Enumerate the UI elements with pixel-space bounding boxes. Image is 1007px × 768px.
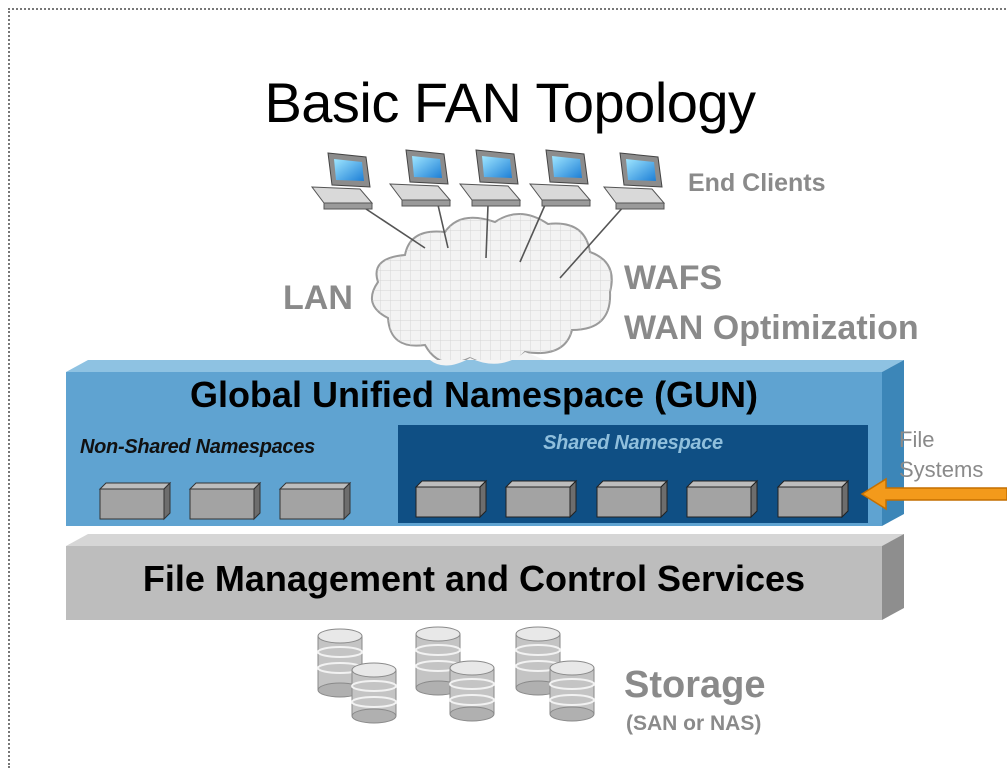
computer-icon bbox=[388, 149, 452, 207]
storage-disk-stack-icon bbox=[351, 662, 397, 724]
storage-disk-stack-icon bbox=[515, 626, 561, 696]
storage-disk-stack-icon bbox=[449, 660, 495, 722]
wafs-label: WAFS bbox=[624, 259, 723, 297]
file-systems-line2: Systems bbox=[899, 457, 984, 482]
connection-line bbox=[437, 204, 449, 249]
storage-disk-stack-icon bbox=[415, 626, 461, 696]
file-management-label: File Management and Control Services bbox=[142, 558, 806, 599]
diagram-title: Basic FAN Topology bbox=[264, 71, 756, 134]
shared-file-systems bbox=[414, 479, 850, 519]
computer-icon bbox=[458, 149, 522, 207]
gun-label: Global Unified Namespace (GUN) bbox=[189, 374, 759, 415]
storage-sub-label: (SAN or NAS) bbox=[626, 712, 762, 735]
computer-icon bbox=[602, 152, 666, 210]
file-system-block-icon bbox=[504, 479, 578, 519]
computer-icon bbox=[528, 149, 592, 207]
connection-line bbox=[485, 204, 489, 259]
connection-line bbox=[359, 204, 426, 249]
wafs-label-group: WAFS WAN Optimization bbox=[624, 253, 919, 353]
non-shared-namespaces-label: Non-Shared Namespaces bbox=[80, 436, 315, 458]
file-system-block-icon bbox=[685, 479, 759, 519]
lan-label: LAN bbox=[283, 279, 353, 317]
lan-cloud-icon bbox=[370, 213, 613, 367]
file-system-block-icon bbox=[188, 481, 262, 521]
file-system-block-icon bbox=[776, 479, 850, 519]
non-shared-file-systems bbox=[98, 481, 352, 521]
storage-disk-stack-icon bbox=[549, 660, 595, 722]
file-management-layer bbox=[66, 534, 904, 620]
file-systems-line1: File bbox=[899, 427, 935, 452]
shared-namespace-label: Shared Namespace bbox=[543, 432, 723, 454]
storage-disk-stack-icon bbox=[317, 628, 363, 698]
end-client-computers bbox=[310, 149, 666, 210]
figure-frame bbox=[8, 8, 1007, 768]
file-system-block-icon bbox=[595, 479, 669, 519]
client-connections bbox=[359, 204, 626, 279]
storage-disks bbox=[317, 626, 595, 724]
file-system-block-icon bbox=[278, 481, 352, 521]
file-system-block-icon bbox=[414, 479, 488, 519]
storage-label: Storage bbox=[624, 664, 766, 706]
connection-line bbox=[519, 204, 546, 263]
end-clients-label: End Clients bbox=[688, 169, 826, 197]
connection-line bbox=[559, 204, 626, 279]
wan-optimization-label: WAN Optimization bbox=[624, 309, 919, 347]
file-system-block-icon bbox=[98, 481, 172, 521]
computer-icon bbox=[310, 152, 374, 210]
file-systems-label: File Systems bbox=[899, 425, 983, 485]
arrow-icon bbox=[860, 477, 1007, 511]
